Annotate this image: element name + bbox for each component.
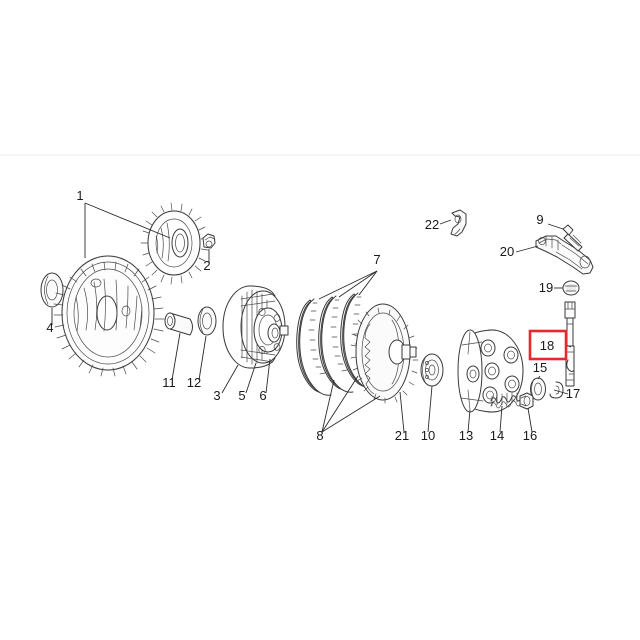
part-washer-4	[40, 272, 64, 308]
part-pressure-plate-13	[457, 329, 524, 413]
clutch-plate-1	[296, 298, 332, 396]
part-nut-2	[202, 233, 216, 249]
callout-22: 22	[425, 217, 439, 232]
callout-8: 8	[316, 428, 323, 443]
part-clutch-housing-assembly	[222, 285, 289, 369]
part-washer-15	[530, 377, 546, 401]
callout-9: 9	[536, 212, 543, 227]
part-spacer-bush-11	[164, 312, 193, 336]
part-oil-seal-19	[562, 280, 580, 296]
callout-16: 16	[523, 428, 537, 443]
callout-18: 18	[540, 338, 554, 353]
callout-15: 15	[533, 360, 547, 375]
part-circlip-17	[549, 381, 564, 399]
callout-13: 13	[459, 428, 473, 443]
callout-10: 10	[421, 428, 435, 443]
part-bearing-10	[420, 353, 444, 387]
callout-4: 4	[46, 320, 53, 335]
callout-12: 12	[187, 375, 201, 390]
part-clutch-spring-14	[490, 392, 522, 409]
callout-5: 5	[238, 388, 245, 403]
callout-1: 1	[76, 188, 83, 203]
callout-11: 11	[162, 375, 176, 390]
callout-17: 17	[566, 386, 580, 401]
part-primary-gear-large	[53, 255, 165, 377]
part-retainer-screw-16	[519, 392, 534, 410]
callout-19: 19	[539, 280, 553, 295]
callout-3: 3	[213, 388, 220, 403]
part-primary-gear-small	[140, 202, 209, 285]
callout-2: 2	[203, 258, 210, 273]
leader-lines	[51, 202, 572, 433]
part-retaining-clip-22	[450, 209, 467, 237]
callout-7: 7	[373, 252, 380, 267]
callout-20: 20	[500, 244, 514, 259]
callout-21: 21	[395, 428, 409, 443]
part-thrust-washer-12	[197, 306, 217, 336]
callout-labels: 1 2 3 4 5 6 7 8 9 10 11 12 13 14 15 16 1…	[46, 188, 580, 443]
callout-6: 6	[259, 388, 266, 403]
part-18-highlight-box	[528, 329, 568, 361]
part-release-lever-20	[535, 235, 594, 275]
part-pushrod-18	[564, 301, 576, 387]
clutch-plate-4	[350, 303, 419, 404]
part-screw-9	[562, 224, 583, 252]
part-clutch-plate-stack	[296, 292, 419, 404]
callout-14: 14	[490, 428, 504, 443]
clutch-plate-2	[318, 295, 354, 393]
